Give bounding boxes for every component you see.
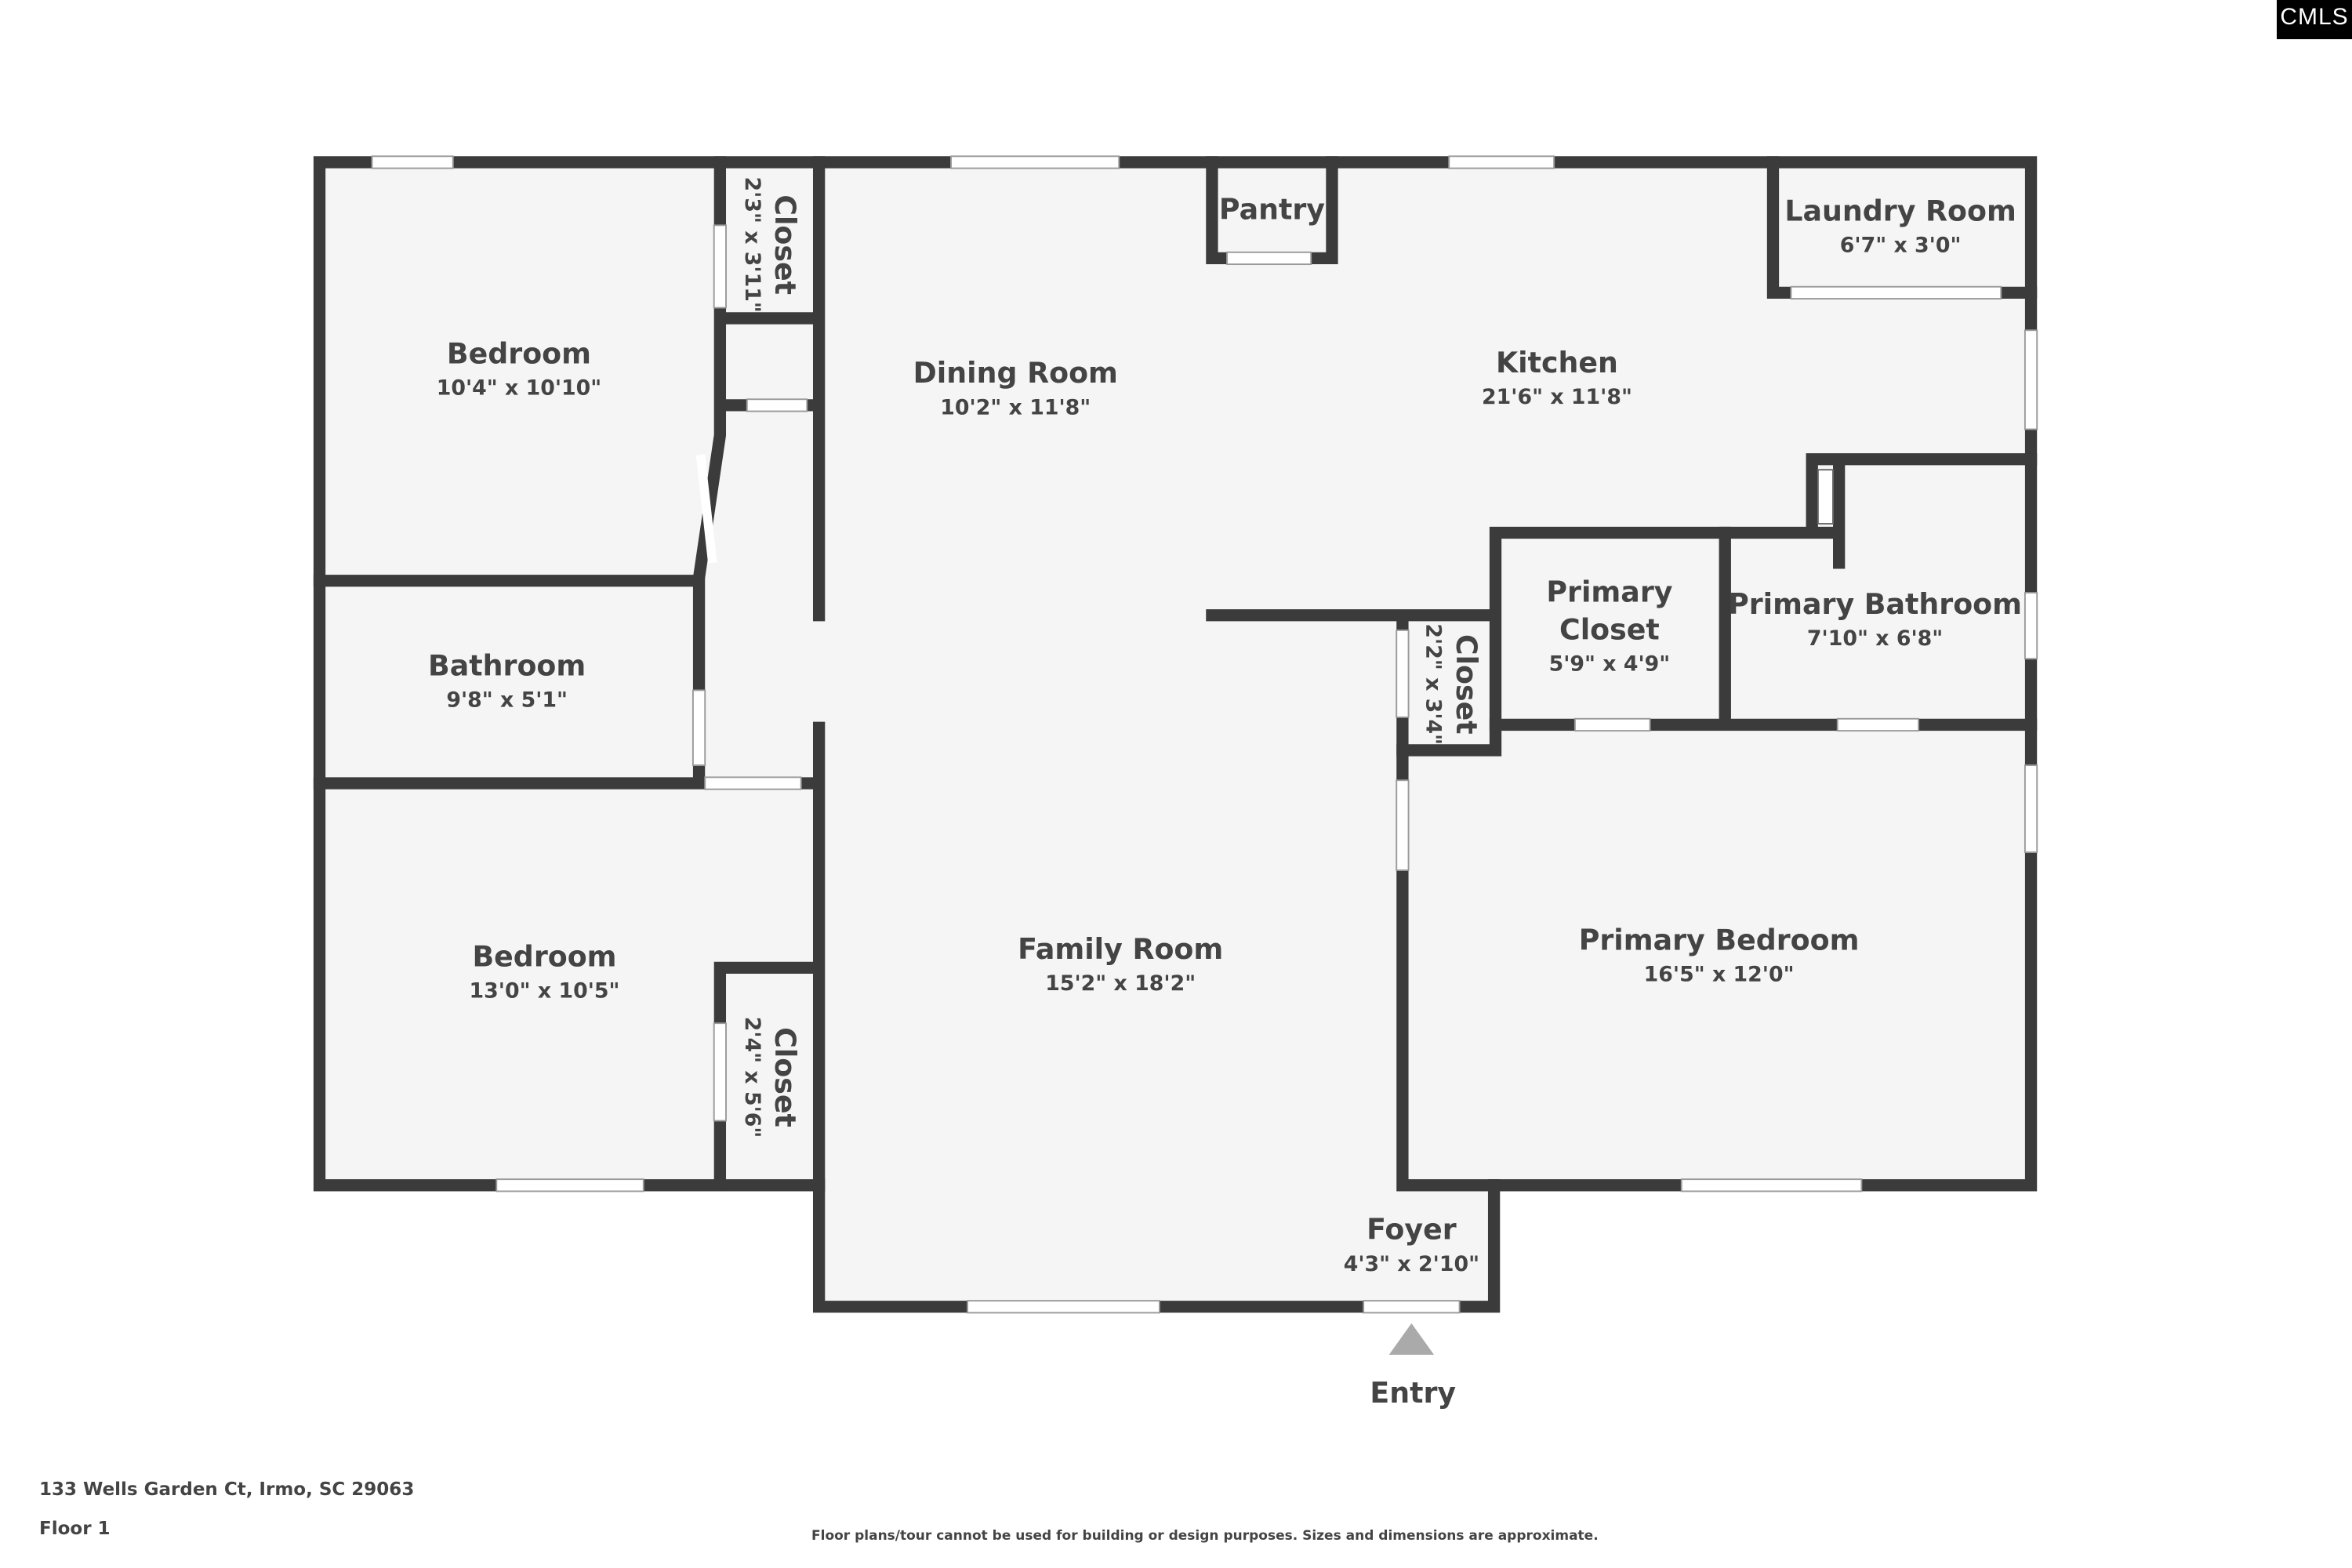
- room-name: Closet: [768, 1027, 802, 1127]
- room-name: Bathroom: [428, 648, 586, 682]
- room-name: Primary: [1546, 575, 1672, 609]
- room-name: Dining Room: [913, 356, 1118, 390]
- room-name: Laundry Room: [1784, 194, 2016, 228]
- room-dimensions: 7'10" x 6'8": [1807, 626, 1943, 651]
- entry-label: Entry: [1370, 1376, 1456, 1410]
- room-dimensions: 2'4" x 5'6": [740, 1017, 764, 1138]
- room-labels: Bedroom 10'4" x 10'10" Closet 2'3" x 3'1…: [428, 177, 2022, 1276]
- room-name: Family Room: [1018, 932, 1223, 966]
- walls: [313, 156, 2038, 1313]
- address: 133 Wells Garden Ct, Irmo, SC 29063: [39, 1479, 415, 1500]
- room-dimensions: 21'6" x 11'8": [1482, 385, 1632, 409]
- room-name: Kitchen: [1496, 346, 1618, 379]
- room-name: Primary Bedroom: [1579, 923, 1860, 956]
- room-dimensions: 5'9" x 4'9": [1549, 652, 1671, 677]
- room-dimensions: 2'3" x 3'11": [740, 177, 764, 313]
- room-name: Closet: [1559, 612, 1660, 646]
- room-dimensions: 10'4" x 10'10": [437, 376, 602, 401]
- room-dimensions: 9'8" x 5'1": [446, 688, 568, 712]
- room-dimensions: 10'2" x 11'8": [940, 395, 1091, 419]
- cmls-logo: CMLS: [2277, 0, 2352, 39]
- room-name: Pantry: [1219, 193, 1325, 227]
- entry-arrow-icon: [1388, 1323, 1435, 1355]
- room-name: Closet: [1450, 634, 1483, 735]
- room-dimensions: 6'7" x 3'0": [1840, 234, 1962, 258]
- floor-label: Floor 1: [39, 1519, 111, 1539]
- room-dimensions: 15'2" x 18'2": [1045, 971, 1196, 996]
- room-dimensions: 2'2" x 3'4": [1421, 623, 1446, 745]
- room-name: Primary Bathroom: [1728, 587, 2022, 621]
- disclaimer: Floor plans/tour cannot be used for buil…: [811, 1528, 1599, 1544]
- room-dimensions: 16'5" x 12'0": [1644, 963, 1795, 987]
- room-name: Foyer: [1367, 1213, 1457, 1247]
- windows-doors: [371, 155, 2038, 1314]
- room-dimensions: 4'3" x 2'10": [1344, 1252, 1479, 1276]
- room-name: Bedroom: [472, 939, 616, 973]
- room-dimensions: 13'0" x 10'5": [470, 979, 620, 1004]
- room-name: Closet: [768, 194, 802, 295]
- room-name: Bedroom: [447, 336, 591, 370]
- room-floors: [319, 162, 2031, 1307]
